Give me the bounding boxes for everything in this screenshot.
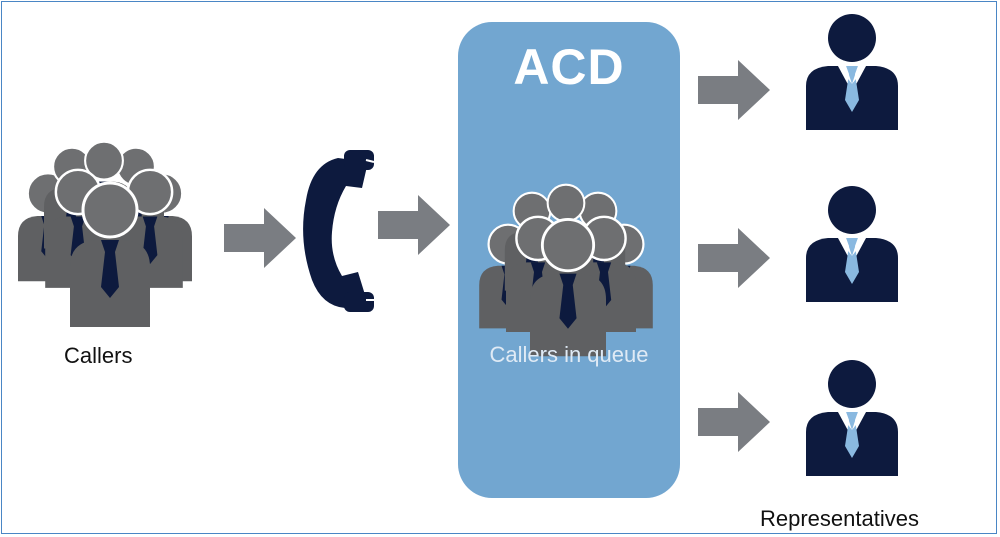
representatives-label: Representatives bbox=[760, 506, 919, 531]
telephone-handset-icon bbox=[303, 150, 375, 312]
arrow-right-icon bbox=[698, 228, 770, 288]
representative-person-icon bbox=[806, 360, 898, 476]
queue-label: Callers in queue bbox=[489, 342, 649, 367]
representative-person-icon bbox=[806, 186, 898, 302]
arrow-right-icon bbox=[698, 392, 770, 452]
acd-title: ACD bbox=[513, 39, 625, 95]
callers-group-icon bbox=[16, 140, 194, 329]
callers-label: Callers bbox=[64, 343, 133, 368]
arrow-right-icon bbox=[378, 195, 450, 255]
arrow-right-icon bbox=[698, 60, 770, 120]
representative-person-icon bbox=[806, 14, 898, 130]
arrow-right-icon bbox=[224, 208, 296, 268]
